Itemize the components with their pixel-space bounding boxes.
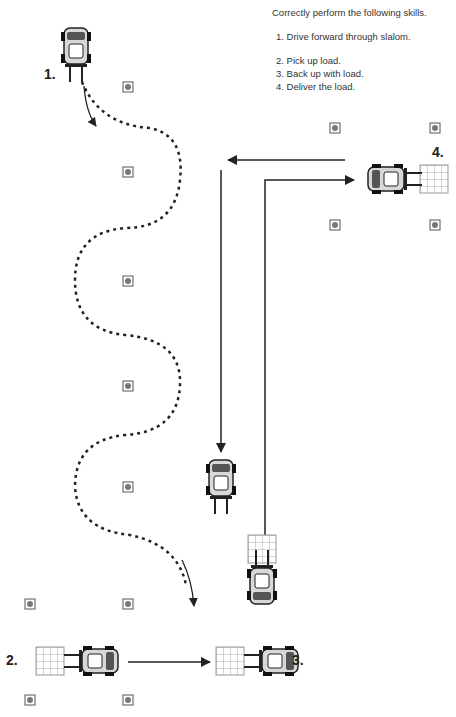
callout-number: 2. bbox=[6, 652, 18, 668]
instruction-heading: Correctly perform the following skills. bbox=[272, 8, 442, 19]
callout-number: 3. bbox=[292, 652, 304, 668]
callout-number: 4. bbox=[432, 144, 444, 160]
callout-number: 1. bbox=[44, 66, 56, 82]
instruction-step: 3. Back up with load. bbox=[276, 69, 437, 80]
instruction-step: 2. Pick up load. bbox=[276, 56, 437, 67]
instruction-step: 1. Drive forward through slalom. bbox=[276, 32, 437, 43]
instruction-step: 4. Deliver the load. bbox=[276, 82, 437, 93]
